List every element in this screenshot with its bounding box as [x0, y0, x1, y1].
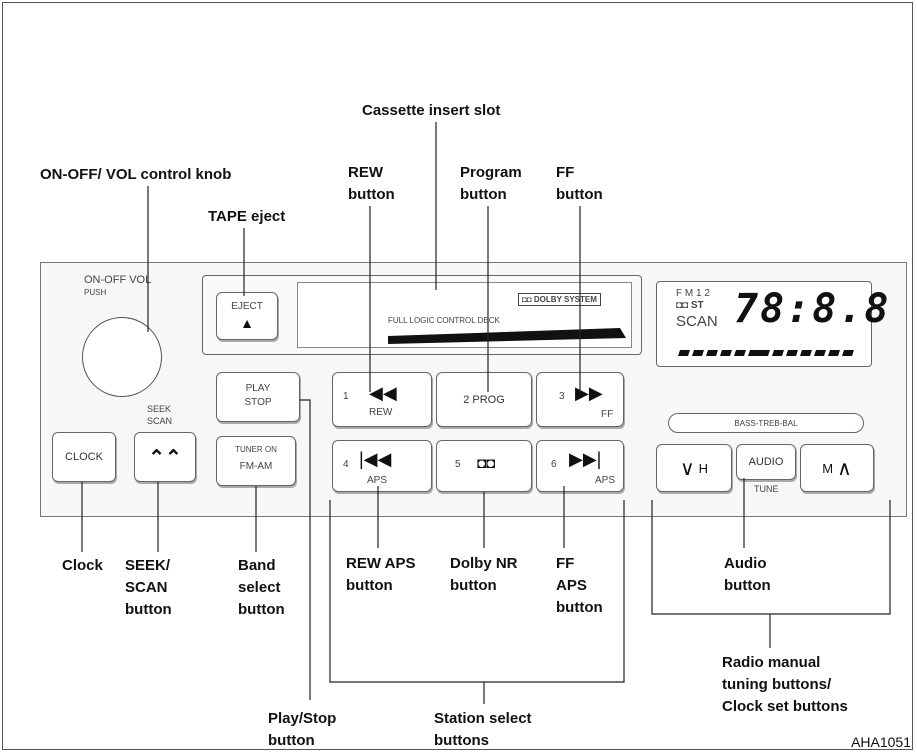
- callout-ff-aps-2: APS: [556, 577, 587, 594]
- callout-dolby-1: Dolby NR: [450, 555, 518, 572]
- on-off-vol-label: ON-OFF VOL: [84, 274, 152, 286]
- fm-am-button[interactable]: TUNER ON FM-AM: [216, 436, 296, 486]
- bass-treb-bal-strip: BASS-TREB-BAL: [668, 413, 864, 433]
- callout-seek-3: button: [125, 601, 172, 618]
- callout-cassette-slot: Cassette insert slot: [362, 102, 501, 119]
- callout-radio-2: tuning buttons/: [722, 676, 832, 693]
- callout-radio-3: Clock set buttons: [722, 698, 848, 715]
- callout-ff-aps-3: button: [556, 599, 603, 616]
- dolby-nr-icon: ◘◘: [477, 455, 496, 472]
- fm-am-label: FM-AM: [239, 461, 273, 472]
- seek-up-icon: ⌃⌃: [148, 446, 182, 469]
- seek-label: SEEK: [147, 404, 172, 414]
- callout-ff-aps-1: FF: [556, 555, 575, 572]
- scan-label: SCAN: [147, 416, 173, 426]
- ff-sub-label: FF: [601, 409, 614, 420]
- callout-tape-eject: TAPE eject: [208, 208, 286, 225]
- preset-2-prog-button[interactable]: 2 PROG: [436, 372, 532, 427]
- fast-forward-icon: ▶▶: [575, 383, 603, 403]
- tune-up-button[interactable]: M ∧: [800, 444, 874, 492]
- skip-forward-icon: ▶▶|: [569, 449, 602, 469]
- audio-label: AUDIO: [748, 456, 784, 468]
- callout-rew-2: button: [348, 186, 395, 203]
- clock-button-label: CLOCK: [65, 451, 103, 463]
- callout-seek-2: SCAN: [125, 579, 168, 596]
- dolby-system-label: DOLBY SYSTEM: [533, 295, 597, 304]
- tuner-on-label: TUNER ON: [235, 445, 277, 454]
- eject-label: EJECT: [231, 301, 263, 312]
- clock-button[interactable]: CLOCK: [52, 432, 116, 482]
- preset-4-rew-aps-button[interactable]: 4 |◀◀ APS: [332, 440, 432, 492]
- prog-label: 2 PROG: [463, 393, 505, 406]
- preset-1-number: 1: [343, 391, 349, 402]
- tune-up-icon: ∧: [837, 457, 852, 480]
- display-digits: 78:8.8: [734, 286, 891, 332]
- callout-radio-1: Radio manual: [722, 654, 821, 671]
- skip-back-icon: |◀◀: [359, 449, 392, 469]
- audio-button[interactable]: AUDIO: [736, 444, 796, 480]
- callout-rew-aps-2: button: [346, 577, 393, 594]
- cassette-slot: [297, 282, 632, 348]
- callout-band-3: button: [238, 601, 285, 618]
- callout-clock: Clock: [62, 557, 103, 574]
- callout-band-1: Band: [238, 557, 276, 574]
- callout-band-2: select: [238, 579, 281, 596]
- callout-ff-2: button: [556, 186, 603, 203]
- tune-down-icon: ∨: [679, 457, 695, 480]
- fm12-indicator: F M 1 2: [676, 288, 710, 299]
- callout-play-stop-1: Play/Stop: [268, 710, 337, 727]
- rew-aps-sub-label: APS: [367, 475, 388, 486]
- callout-audio-1: Audio: [724, 555, 767, 572]
- play-label: PLAY: [245, 383, 271, 394]
- eject-icon: ▲: [240, 315, 254, 331]
- tune-label: TUNE: [754, 484, 779, 494]
- callout-ff-1: FF: [556, 164, 575, 181]
- preset-3-ff-button[interactable]: 3 ▶▶ FF: [536, 372, 624, 427]
- stereo-indicator: ◘◘ ST: [676, 300, 704, 311]
- rewind-icon: ◀◀: [369, 383, 397, 403]
- preset-1-rew-button[interactable]: 1 ◀◀ REW: [332, 372, 432, 427]
- callout-seek-1: SEEK/: [125, 557, 171, 574]
- tune-down-h-label: H: [698, 460, 709, 476]
- tune-up-m-label: M: [822, 460, 834, 476]
- callout-audio-2: button: [724, 577, 771, 594]
- preset-4-number: 4: [343, 459, 349, 470]
- callout-program-1: Program: [460, 164, 522, 181]
- callout-rew-1: REW: [348, 164, 383, 181]
- callout-knob: ON-OFF/ VOL control knob: [40, 166, 232, 183]
- callout-station-1: Station select: [434, 710, 532, 727]
- preset-6-ff-aps-button[interactable]: 6 ▶▶| APS: [536, 440, 624, 492]
- callout-program-2: button: [460, 186, 507, 203]
- bass-treb-bal-label: BASS-TREB-BAL: [734, 418, 798, 428]
- figure-code: AHA1051: [851, 734, 911, 750]
- dolby-system-badge: ◘◘ DOLBY SYSTEM: [518, 293, 601, 306]
- dolby-symbol-icon: ◘◘: [522, 295, 532, 304]
- stop-label: STOP: [244, 397, 272, 408]
- volume-knob[interactable]: [82, 317, 162, 397]
- preset-3-number: 3: [559, 391, 565, 402]
- scan-indicator: SCAN: [676, 313, 718, 330]
- full-logic-label: FULL LOGIC CONTROL DECK: [388, 316, 500, 325]
- eject-button[interactable]: EJECT ▲: [216, 292, 278, 340]
- ff-aps-sub-label: APS: [595, 475, 616, 486]
- callout-play-stop-2: button: [268, 732, 315, 749]
- rew-sub-label: REW: [369, 407, 393, 418]
- callout-dolby-2: button: [450, 577, 497, 594]
- preset-5-number: 5: [455, 459, 461, 470]
- callout-station-2: buttons: [434, 732, 489, 749]
- tune-down-button[interactable]: ∨ H: [656, 444, 732, 492]
- play-stop-button[interactable]: PLAY STOP: [216, 372, 300, 422]
- seek-scan-button[interactable]: ⌃⌃: [134, 432, 196, 482]
- push-label: PUSH: [84, 288, 107, 297]
- preset-5-dolby-button[interactable]: 5 ◘◘: [436, 440, 532, 492]
- preset-6-number: 6: [551, 459, 557, 470]
- callout-rew-aps-1: REW APS: [346, 555, 416, 572]
